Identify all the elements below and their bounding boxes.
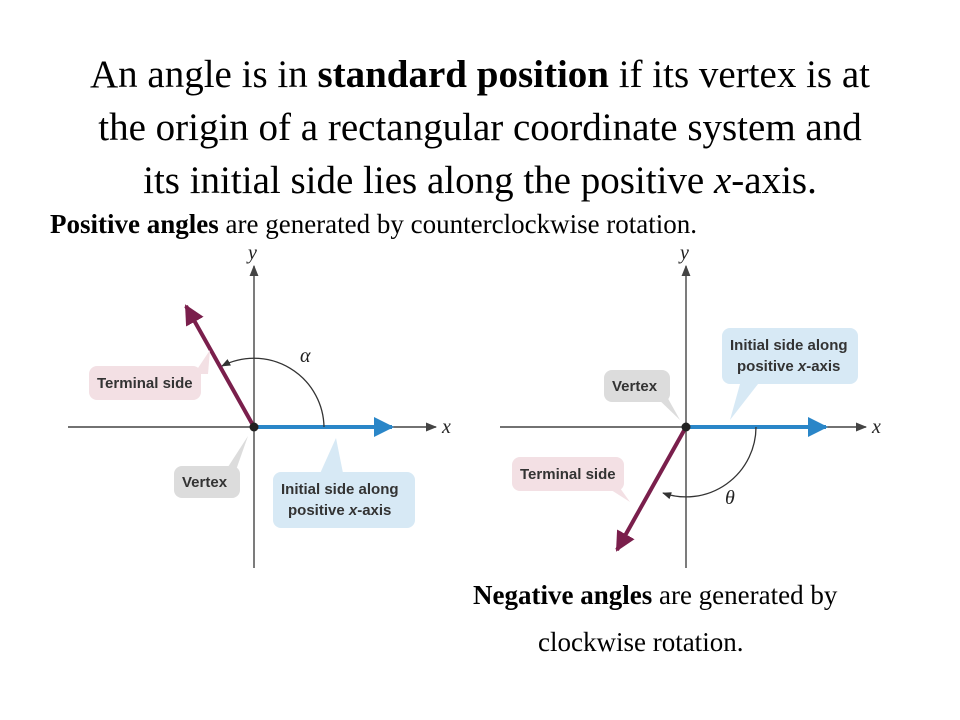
right-initial-label-x: x	[797, 358, 807, 375]
left-terminal-callout: Terminal side	[89, 350, 210, 400]
right-initial-label-text: -axis	[806, 358, 840, 375]
title-text: An angle is in	[89, 53, 318, 96]
left-initial-label-line2: positive x-axis	[288, 502, 391, 519]
left-figure: x y α Terminal side Vertex Initial side …	[68, 242, 451, 568]
left-vertex-callout: Vertex	[174, 436, 248, 498]
left-terminal-side	[184, 304, 256, 428]
slide-title: An angle is in standard position if its …	[20, 48, 940, 207]
left-terminal-label: Terminal side	[97, 375, 193, 392]
left-angle-label: α	[300, 345, 311, 367]
positive-angles-text: are generated by counterclockwise rotati…	[218, 209, 698, 239]
negative-angles-term: Negative angles	[473, 580, 653, 610]
left-initial-label-text: positive	[288, 502, 349, 519]
right-initial-label-text: positive	[737, 358, 798, 375]
right-angle-label: θ	[725, 487, 735, 509]
right-vertex-callout: Vertex	[604, 370, 680, 420]
right-rotation-arc	[662, 426, 757, 500]
right-terminal-label: Terminal side	[520, 466, 616, 483]
right-initial-label-line1: Initial side along	[730, 337, 848, 354]
left-initial-callout: Initial side along positive x-axis	[273, 438, 415, 528]
right-vertex-point	[681, 422, 691, 432]
left-y-label: y	[246, 242, 257, 264]
title-text: -axis.	[731, 159, 817, 202]
left-x-label: x	[441, 416, 451, 438]
right-terminal-callout: Terminal side	[512, 457, 630, 502]
title-text: its initial side lies along the positive	[143, 159, 714, 202]
right-figure: x y θ Initial side along positive x-axis…	[500, 242, 881, 568]
left-rotation-arc	[221, 357, 325, 428]
positive-angles-caption: Positive angles are generated by counter…	[50, 209, 697, 240]
left-initial-label-line1: Initial side along	[281, 481, 399, 498]
right-terminal-side	[615, 426, 688, 552]
left-vertex-label: Vertex	[182, 474, 228, 491]
title-line-3: its initial side lies along the positive…	[20, 154, 940, 207]
title-line-1: An angle is in standard position if its …	[20, 48, 940, 101]
title-text: if its vertex is at	[608, 53, 870, 96]
title-x-variable: x	[713, 159, 732, 202]
right-y-label: y	[678, 242, 689, 264]
negative-angles-caption: Negative angles are generated by	[473, 580, 837, 611]
negative-angles-text: are generated by	[652, 580, 838, 610]
right-initial-label-line2: positive x-axis	[737, 358, 840, 375]
right-vertex-label: Vertex	[612, 378, 658, 395]
title-term-standard-position: standard position	[317, 53, 609, 96]
title-line-2: the origin of a rectangular coordinate s…	[98, 106, 862, 149]
positive-angles-term: Positive angles	[50, 209, 219, 239]
left-vertex-point	[249, 422, 259, 432]
left-initial-label-text: -axis	[357, 502, 391, 519]
left-initial-label-x: x	[348, 502, 358, 519]
negative-angles-caption-line2: clockwise rotation.	[538, 627, 744, 657]
right-initial-callout: Initial side along positive x-axis	[722, 328, 858, 420]
right-x-label: x	[871, 416, 881, 438]
